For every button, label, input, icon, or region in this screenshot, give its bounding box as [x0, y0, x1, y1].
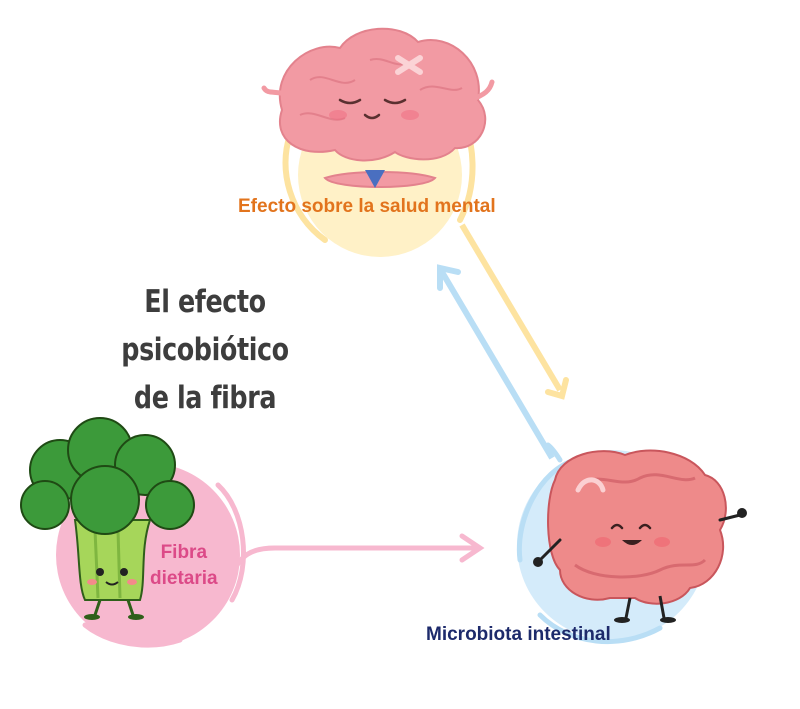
intestine-icon — [533, 449, 747, 623]
title-line-2: de la fibra — [133, 380, 277, 416]
right-arrow-icon — [229, 533, 485, 578]
gut-microbiota-label: Microbiota intestinal — [426, 624, 611, 645]
meditating-brain-icon — [261, 27, 495, 188]
dietary-fiber-label-line-1: Fibra — [160, 542, 208, 563]
title-line-1: El efecto psicobiótico — [121, 284, 289, 368]
dietary-fiber-label: Fibra dietaria — [150, 540, 218, 592]
diagram-title: El efecto psicobiótico de la fibra — [70, 278, 341, 422]
broccoli-icon — [20, 417, 195, 620]
to-microbiota-arrow — [459, 223, 563, 392]
mental-health-label: Efecto sobre la salud mental — [238, 196, 496, 217]
bidirectional-arrow-icon — [439, 270, 555, 460]
dietary-fiber-label-line-2: dietaria — [150, 568, 218, 589]
